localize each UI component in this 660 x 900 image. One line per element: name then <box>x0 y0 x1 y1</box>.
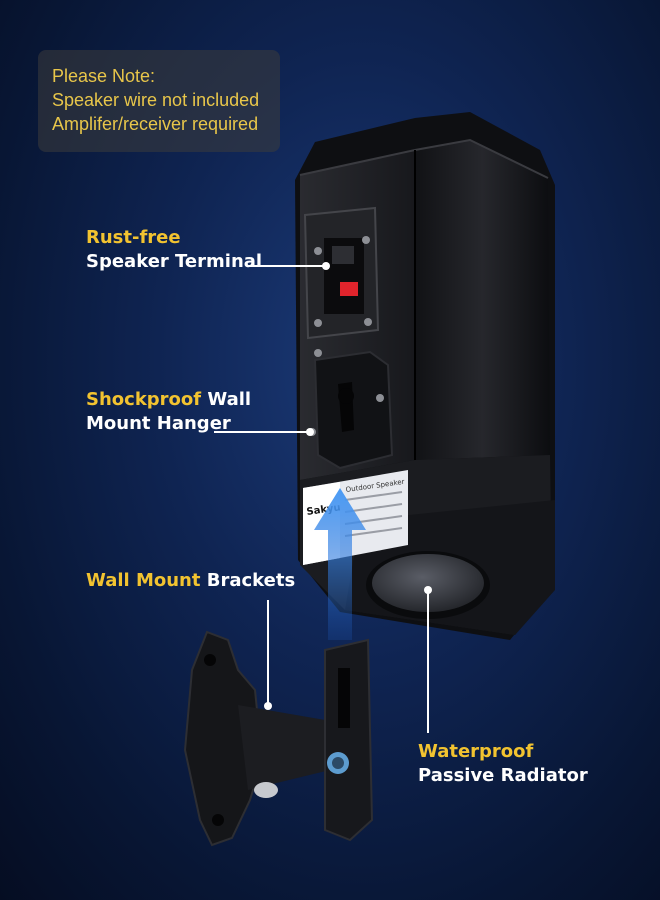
callout-radiator-text: Passive Radiator <box>418 765 588 786</box>
note-title: Please Note: <box>52 66 156 86</box>
leader-radiator <box>427 590 429 733</box>
callout-hanger: Shockproof Wall Mount Hanger <box>86 388 251 436</box>
callout-hanger-text-1: Wall <box>201 389 252 410</box>
wall-mount-bracket <box>183 630 374 847</box>
leader-brackets-dot <box>264 702 272 710</box>
note-line-amplifier: Amplifer/receiver required <box>52 114 259 134</box>
callout-terminal: Rust-free Speaker Terminal <box>86 226 262 274</box>
note-line-wire: Speaker wire not included <box>52 90 260 110</box>
leader-brackets <box>267 600 269 705</box>
callout-terminal-highlight: Rust-free <box>86 227 181 248</box>
upward-arrow <box>314 488 366 640</box>
callout-hanger-text-2: Mount Hanger <box>86 413 231 434</box>
red-terminal-clip <box>340 282 358 296</box>
note-box: Please Note: Speaker wire not included A… <box>38 50 280 152</box>
callout-brackets-highlight: Wall Mount <box>86 570 201 591</box>
leader-hanger <box>214 431 312 433</box>
callout-radiator-highlight: Waterproof <box>418 741 534 762</box>
mount-hanger <box>308 349 394 470</box>
callout-hanger-highlight: Shockproof <box>86 389 202 410</box>
passive-radiator <box>366 551 490 619</box>
callout-radiator: Waterproof Passive Radiator <box>418 740 588 788</box>
leader-terminal-dot <box>322 262 330 270</box>
terminal-plate <box>303 206 380 340</box>
leader-terminal <box>248 265 326 267</box>
callout-brackets: Wall Mount Brackets <box>86 569 295 593</box>
callout-terminal-text: Speaker Terminal <box>86 251 263 272</box>
callout-brackets-text: Brackets <box>200 570 296 591</box>
leader-radiator-dot <box>424 586 432 594</box>
leader-hanger-dot <box>306 428 314 436</box>
